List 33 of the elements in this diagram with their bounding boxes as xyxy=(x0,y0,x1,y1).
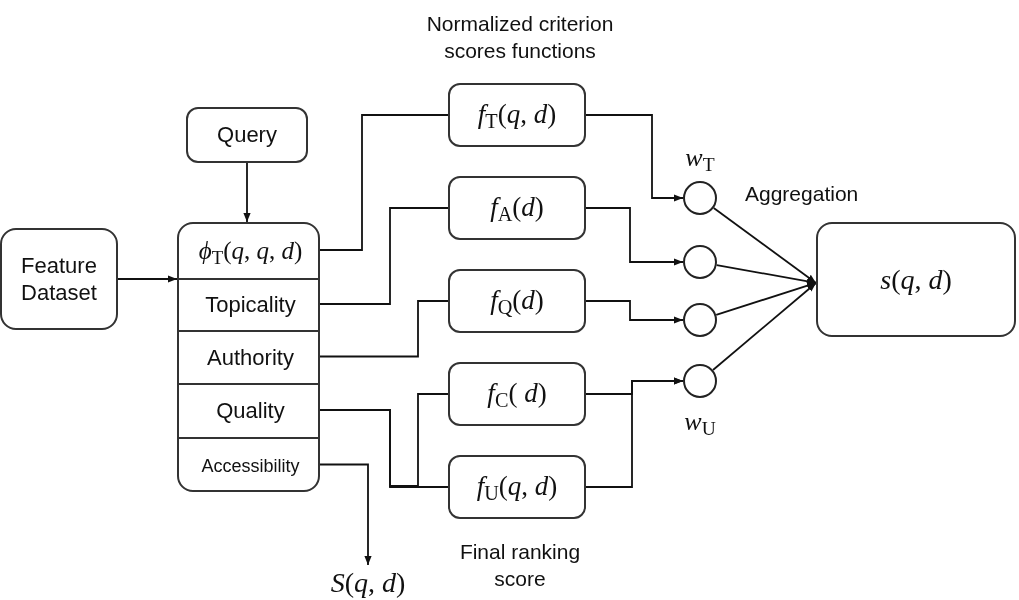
arrow xyxy=(585,114,684,202)
arrow xyxy=(243,162,251,223)
math-label: f$_{C}$( d) xyxy=(487,377,547,411)
math-label: ϕ$_{T}$(q, q, d) xyxy=(198,236,303,267)
weight-label: w$_{T}$ xyxy=(685,142,715,177)
arrow xyxy=(319,463,372,566)
arrow xyxy=(585,207,684,266)
node-label: Quality xyxy=(216,397,285,425)
connector-line xyxy=(319,409,449,488)
math-label: S(q, d) xyxy=(330,566,406,600)
arrow xyxy=(712,207,817,284)
connector-line xyxy=(319,207,449,305)
math-label: f$_{A}$(d) xyxy=(490,191,544,225)
arrow xyxy=(585,377,684,488)
node-label: Query xyxy=(217,121,277,149)
node-label: Topicality xyxy=(205,291,296,319)
math-label: f$_{U}$(q, d) xyxy=(476,470,558,504)
arrow xyxy=(585,300,684,324)
connector-line xyxy=(319,114,449,251)
annotation-label: Normalized criterion scores functions xyxy=(425,11,615,65)
annotation-label: Final ranking score xyxy=(458,539,582,593)
math-label: f$_{Q}$(d) xyxy=(490,284,544,318)
weight-label: w$_{U}$ xyxy=(684,406,716,441)
node-label: Feature Dataset xyxy=(20,251,98,307)
annotation-label: Aggregation xyxy=(745,181,855,207)
feature-table-box xyxy=(177,222,320,492)
connector-line xyxy=(319,300,449,358)
arrow xyxy=(117,275,178,283)
arrow xyxy=(712,282,817,371)
math-label: f$_{T}$(q, d) xyxy=(477,98,557,132)
math-label: s(q, d) xyxy=(880,263,952,297)
node-label: Accessibility xyxy=(201,455,300,478)
node-label: Authority xyxy=(207,343,294,372)
